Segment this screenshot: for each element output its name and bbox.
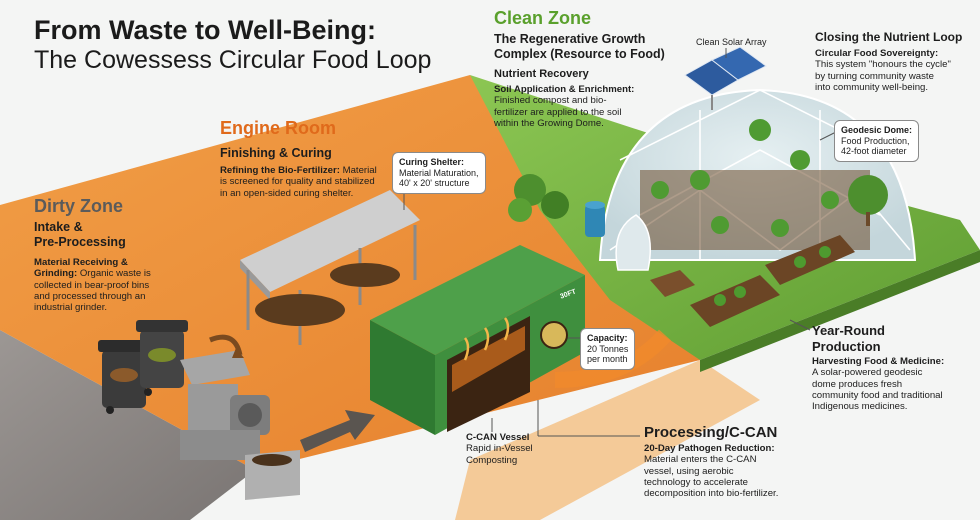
engine-room-title: Engine Room	[220, 118, 336, 138]
processing-description: 20-Day Pathogen Reduction: Material ente…	[644, 443, 779, 500]
clean-zone-title: Clean Zone	[494, 8, 592, 28]
flow-arrow-1	[300, 410, 375, 452]
page-title: From Waste to Well-Being:	[34, 15, 377, 45]
year-round-description: Harvesting Food & Medicine: A solar-powe…	[812, 356, 945, 413]
page-subtitle: The Cowessess Circular Food Loop	[34, 46, 432, 74]
intake-heading: Intake & Pre-Processing	[34, 220, 126, 250]
c-can-container	[370, 245, 585, 435]
capacity-callout: Capacity: 20 Tonnes per month	[580, 328, 636, 370]
year-round-heading: Year-Round Production	[812, 323, 885, 354]
growth-complex-heading: The Regenerative Growth Complex (Resourc…	[494, 32, 665, 62]
processing-heading: Processing/C-CAN	[644, 424, 778, 441]
dirty-zone-ground	[0, 330, 255, 520]
nutrient-recovery-heading: Nutrient Recovery	[494, 68, 589, 80]
year-round-leader	[789, 319, 811, 331]
c-can-vessel-label: C-CAN Vessel Rapid in-Vessel Composting	[466, 432, 533, 466]
finishing-heading: Finishing & Curing	[220, 146, 332, 160]
soil-application-description: Soil Application & Enrichment: Finished …	[494, 84, 635, 129]
water-tank	[585, 201, 605, 237]
bear-proof-bins	[98, 320, 188, 414]
transition-band	[455, 360, 760, 520]
dirty-zone-title: Dirty Zone	[34, 196, 124, 216]
solar-array-label: Clean Solar Array	[696, 37, 767, 47]
finishing-description: Refining the Bio-Fertilizer: Material is…	[220, 165, 377, 199]
clean-zone-edge	[700, 250, 980, 372]
curing-shelter-callout: Curing Shelter: Material Maturation, 40'…	[392, 152, 486, 194]
geodesic-dome-callout: Geodesic Dome: Food Production, 42-foot …	[834, 120, 920, 162]
dome-leader	[819, 131, 837, 141]
raised-garden-beds	[650, 235, 855, 327]
intake-description: Material Receiving & Grinding: Organic w…	[34, 257, 151, 314]
closing-loop-heading: Closing the Nutrient Loop	[815, 30, 963, 44]
trees	[508, 174, 888, 226]
curing-shelter	[240, 190, 420, 345]
industrial-grinder	[180, 334, 300, 500]
closing-loop-description: Circular Food Sovereignty: This system "…	[815, 48, 951, 93]
